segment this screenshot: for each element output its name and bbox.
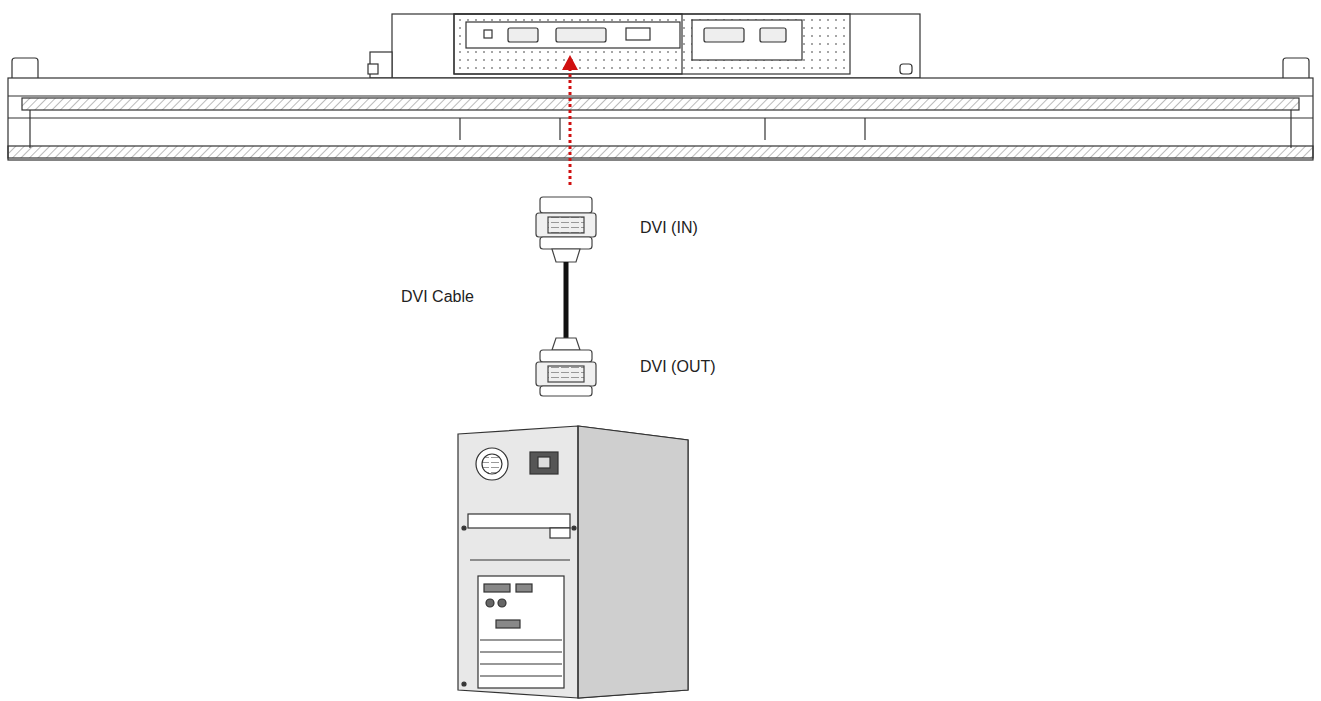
part-label: DVI (OUT) [640,357,716,376]
pc-tower [458,426,688,698]
part-label: DVI Cable [401,287,474,306]
part-label: DVI (IN) [640,218,698,237]
insert-arrow [562,55,578,185]
monitor [8,14,1313,160]
dvi-cable [536,197,596,396]
